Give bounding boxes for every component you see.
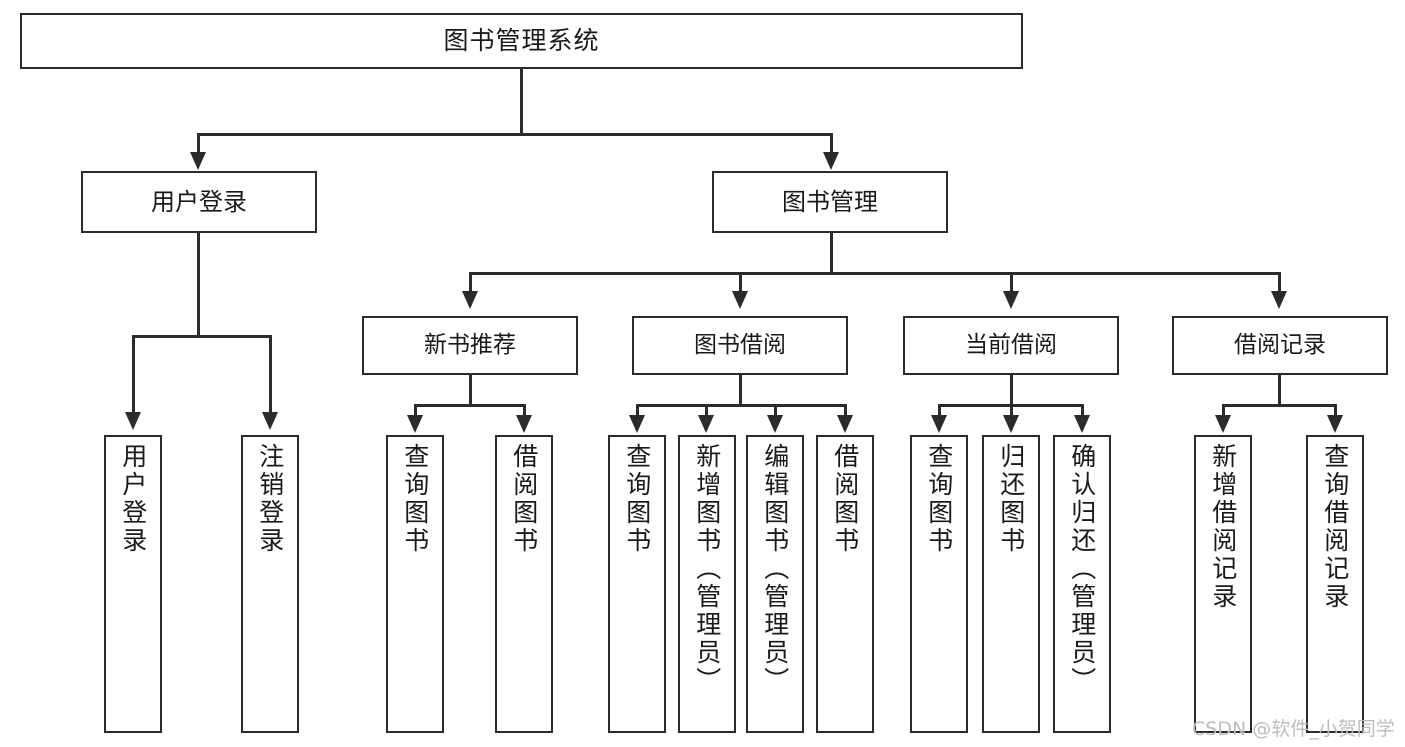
node-label: 借阅图书 bbox=[509, 443, 539, 555]
node-book-borrow[interactable]: 图书借阅 bbox=[632, 316, 848, 375]
node-label: 注销登录 bbox=[255, 443, 285, 555]
arrow-new-book-leaf-2 bbox=[516, 415, 532, 433]
leaf-current-borrow-confirm[interactable]: 确认归还（管理员） bbox=[1053, 435, 1111, 733]
connector-user-login-drop-2 bbox=[269, 335, 272, 415]
node-current-borrow[interactable]: 当前借阅 bbox=[903, 316, 1119, 375]
arrow-book-borrow-leaf-4 bbox=[837, 415, 853, 433]
arrow-user-login-leaf-1 bbox=[125, 412, 141, 430]
connector-book-borrow-drop-4 bbox=[844, 404, 847, 418]
arrow-current-borrow-leaf-2 bbox=[1003, 415, 1019, 433]
node-user-login[interactable]: 用户登录 bbox=[81, 171, 317, 233]
arrow-user-login-leaf-2 bbox=[262, 412, 278, 430]
node-label: 新书推荐 bbox=[424, 331, 516, 358]
node-label: 新增图书（管理员） bbox=[692, 443, 722, 695]
node-label: 借阅图书 bbox=[830, 443, 860, 555]
connector-borrow-records-drop-2 bbox=[1334, 404, 1337, 418]
connector-book-borrow-drop-2 bbox=[705, 404, 708, 418]
connector-current-borrow-drop-2 bbox=[1010, 404, 1013, 418]
arrow-borrow-records-leaf-1 bbox=[1215, 415, 1231, 433]
node-label: 查询图书 bbox=[924, 443, 954, 555]
node-label: 归还图书 bbox=[996, 443, 1026, 555]
leaf-book-borrow-borrow[interactable]: 借阅图书 bbox=[816, 435, 874, 733]
node-label: 用户登录 bbox=[118, 443, 148, 555]
connector-new-book-bar bbox=[414, 404, 526, 407]
node-label: 当前借阅 bbox=[965, 331, 1057, 358]
connector-root-stem bbox=[520, 69, 523, 134]
arrow-new-book-leaf-1 bbox=[407, 415, 423, 433]
leaf-new-book-query[interactable]: 查询图书 bbox=[386, 435, 444, 733]
node-label: 查询图书 bbox=[622, 443, 652, 555]
node-label: 图书借阅 bbox=[694, 331, 786, 358]
connector-current-borrow-stem bbox=[1010, 375, 1013, 407]
connector-book-mgmt-drop-3 bbox=[1010, 272, 1013, 294]
connector-book-mgmt-bar bbox=[469, 272, 1281, 275]
leaf-borrow-records-query[interactable]: 查询借阅记录 bbox=[1306, 435, 1364, 733]
node-label: 查询图书 bbox=[400, 443, 430, 555]
node-book-management[interactable]: 图书管理 bbox=[712, 171, 948, 233]
leaf-borrow-records-add[interactable]: 新增借阅记录 bbox=[1194, 435, 1252, 733]
arrow-book-borrow-leaf-2 bbox=[698, 415, 714, 433]
leaf-new-book-borrow[interactable]: 借阅图书 bbox=[495, 435, 553, 733]
arrow-root-to-user-login bbox=[190, 152, 206, 170]
connector-current-borrow-drop-3 bbox=[1081, 404, 1084, 418]
node-label: 新增借阅记录 bbox=[1208, 443, 1238, 611]
connector-root-to-book-mgmt bbox=[830, 133, 833, 155]
connector-book-mgmt-drop-4 bbox=[1278, 272, 1281, 294]
node-label: 图书管理系统 bbox=[443, 26, 600, 55]
connector-book-borrow-stem bbox=[739, 375, 742, 407]
connector-book-mgmt-drop-1 bbox=[469, 272, 472, 294]
node-label: 借阅记录 bbox=[1234, 331, 1326, 358]
node-new-book-recommend[interactable]: 新书推荐 bbox=[362, 316, 578, 375]
node-borrow-records[interactable]: 借阅记录 bbox=[1172, 316, 1388, 375]
connector-borrow-records-bar bbox=[1222, 404, 1337, 407]
connector-book-mgmt-drop-2 bbox=[739, 272, 742, 294]
arrow-book-mgmt-to-current-borrow bbox=[1003, 291, 1019, 309]
node-root-system[interactable]: 图书管理系统 bbox=[20, 13, 1023, 69]
arrow-current-borrow-leaf-3 bbox=[1074, 415, 1090, 433]
arrow-book-mgmt-to-borrow-records bbox=[1271, 291, 1287, 309]
leaf-user-login-logout[interactable]: 注销登录 bbox=[241, 435, 299, 733]
csdn-watermark: CSDN @软件_小贺同学 bbox=[1192, 718, 1395, 740]
connector-book-borrow-drop-3 bbox=[774, 404, 777, 418]
connector-borrow-records-stem bbox=[1278, 375, 1281, 407]
node-label: 确认归还（管理员） bbox=[1067, 443, 1097, 695]
arrow-book-borrow-leaf-1 bbox=[629, 415, 645, 433]
connector-root-to-user-login bbox=[197, 133, 200, 155]
node-label: 用户登录 bbox=[151, 187, 247, 216]
connector-book-mgmt-stem bbox=[830, 233, 833, 275]
leaf-book-borrow-edit[interactable]: 编辑图书（管理员） bbox=[746, 435, 804, 733]
connector-borrow-records-drop-1 bbox=[1222, 404, 1225, 418]
node-label: 图书管理 bbox=[782, 187, 878, 216]
leaf-book-borrow-query[interactable]: 查询图书 bbox=[608, 435, 666, 733]
leaf-book-borrow-add[interactable]: 新增图书（管理员） bbox=[678, 435, 736, 733]
connector-new-book-drop-2 bbox=[523, 404, 526, 418]
node-label: 编辑图书（管理员） bbox=[760, 443, 790, 695]
leaf-user-login-login[interactable]: 用户登录 bbox=[104, 435, 162, 733]
connector-root-bar bbox=[197, 133, 833, 136]
arrow-book-mgmt-to-new-book bbox=[462, 291, 478, 309]
connector-new-book-drop-1 bbox=[414, 404, 417, 418]
arrow-current-borrow-leaf-1 bbox=[931, 415, 947, 433]
leaf-current-borrow-return[interactable]: 归还图书 bbox=[982, 435, 1040, 733]
leaf-current-borrow-query[interactable]: 查询图书 bbox=[910, 435, 968, 733]
arrow-book-borrow-leaf-3 bbox=[767, 415, 783, 433]
arrow-root-to-book-mgmt bbox=[823, 152, 839, 170]
arrow-book-mgmt-to-book-borrow bbox=[732, 291, 748, 309]
connector-user-login-stem bbox=[197, 233, 200, 337]
node-label: 查询借阅记录 bbox=[1320, 443, 1350, 611]
connector-new-book-stem bbox=[469, 375, 472, 407]
connector-user-login-bar bbox=[132, 335, 272, 338]
connector-book-borrow-bar bbox=[636, 404, 847, 407]
arrow-borrow-records-leaf-2 bbox=[1327, 415, 1343, 433]
connector-current-borrow-drop-1 bbox=[938, 404, 941, 418]
connector-user-login-drop-1 bbox=[132, 335, 135, 415]
connector-book-borrow-drop-1 bbox=[636, 404, 639, 418]
